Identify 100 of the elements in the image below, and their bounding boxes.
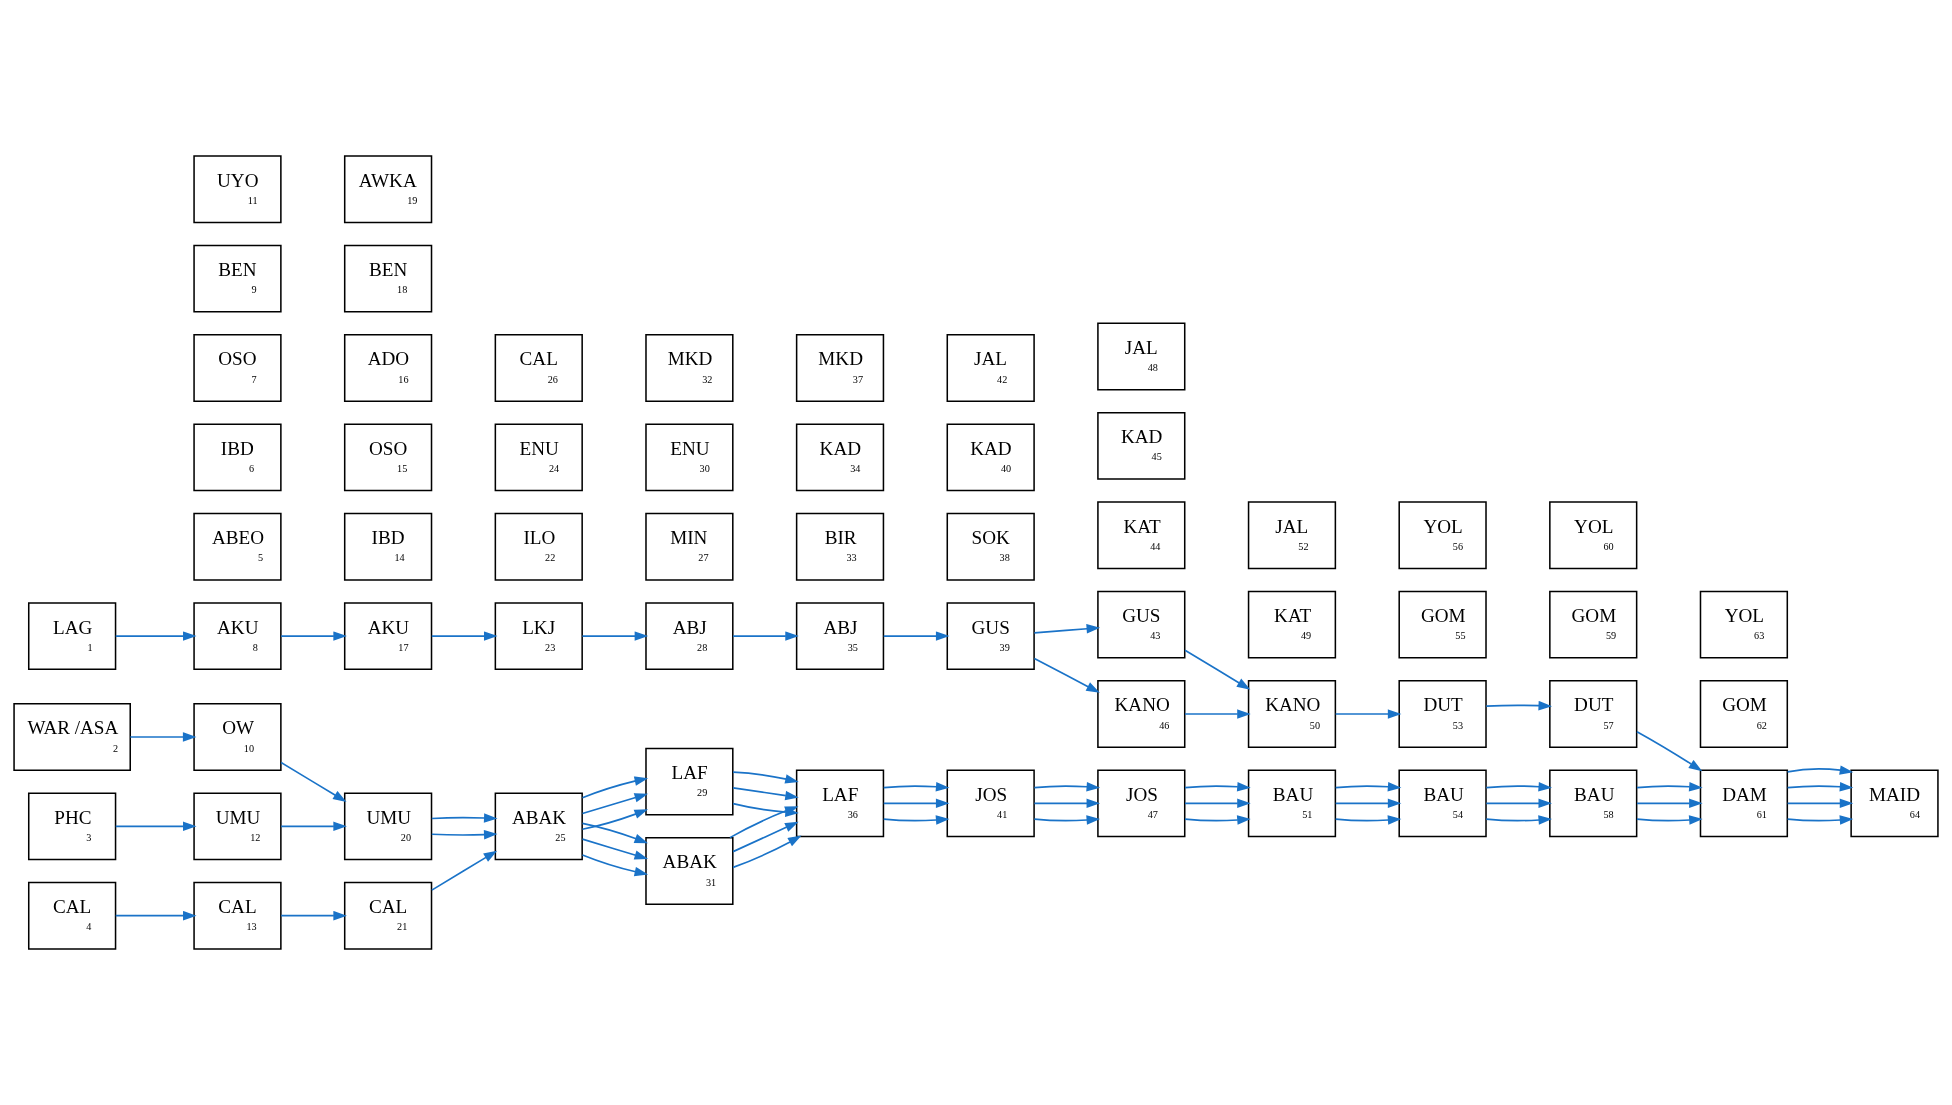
node-box: BIR 33 <box>795 512 885 581</box>
arrow <box>114 631 197 641</box>
node-box: MAID 64 <box>1850 769 1939 838</box>
node-box: DUT 53 <box>1398 680 1487 748</box>
node-box: JOS 41 <box>946 769 1035 838</box>
node-box: ILO 22 <box>494 512 583 581</box>
arrow <box>129 732 197 742</box>
arrow <box>1334 709 1402 719</box>
node-box: JAL 52 <box>1247 501 1337 570</box>
node-box: ABEO 5 <box>193 512 282 581</box>
arrow <box>882 631 950 641</box>
node-box: ENU 24 <box>494 423 583 492</box>
node-box: LKJ 23 <box>494 602 583 671</box>
arrow <box>581 776 649 799</box>
node-box: BEN 18 <box>343 244 433 313</box>
node-box: AWKA 19 <box>343 155 433 224</box>
arrow <box>1334 782 1402 792</box>
arrow <box>581 793 649 815</box>
arrow <box>882 782 950 792</box>
arrow <box>732 821 799 853</box>
node-box: GOM 55 <box>1398 590 1487 659</box>
arrow <box>431 813 498 823</box>
arrow <box>1184 649 1251 690</box>
node-box: YOL 63 <box>1699 590 1789 659</box>
node-box: IBD 6 <box>193 423 282 492</box>
node-box: KAD 40 <box>946 423 1035 492</box>
node-box: UMU 12 <box>193 792 282 861</box>
node-box: KAT 49 <box>1247 590 1337 659</box>
arrow <box>431 631 498 641</box>
arrow <box>431 829 498 840</box>
node-box: JOS 47 <box>1097 769 1186 838</box>
arrow <box>1184 815 1251 825</box>
node-box: GUS 39 <box>946 602 1035 671</box>
node-box: YOL 56 <box>1398 501 1487 570</box>
node-box: SOK 38 <box>946 512 1035 581</box>
node-box: ABAK 25 <box>494 792 583 861</box>
node-box: CAL 4 <box>27 881 117 950</box>
node-box: ABAK 31 <box>645 837 734 905</box>
arrow <box>732 835 802 869</box>
node-box: DUT 57 <box>1549 680 1638 748</box>
arrow <box>1485 700 1553 711</box>
node-box: CAL 13 <box>193 881 282 950</box>
node-box: AKU 8 <box>193 602 282 671</box>
arrow <box>1636 782 1703 792</box>
node-box: UYO 11 <box>193 155 282 224</box>
node-box: PHC 3 <box>27 792 117 861</box>
arrow <box>581 809 648 831</box>
node-box: KAD 45 <box>1097 411 1186 480</box>
arrow <box>1786 798 1854 809</box>
arrow <box>882 815 950 825</box>
node-box: KANO 50 <box>1247 680 1337 748</box>
arrow <box>581 838 649 860</box>
node-box: OSO 7 <box>193 334 282 402</box>
node-box: ABJ 35 <box>795 602 885 671</box>
arrow <box>1184 798 1251 809</box>
node-box: ADO 16 <box>343 334 433 402</box>
arrow <box>431 850 498 891</box>
arrow <box>1786 815 1854 825</box>
arrow <box>114 910 197 921</box>
node-box: JAL 48 <box>1097 322 1186 391</box>
node-box: WAR /ASA 2 <box>13 703 131 771</box>
node-box: DAM 61 <box>1699 769 1789 838</box>
arrow <box>1485 782 1553 792</box>
arrow <box>732 631 799 641</box>
arrow <box>581 822 648 844</box>
arrow <box>1033 657 1100 693</box>
arrow <box>1636 730 1703 772</box>
node-box: AKU 17 <box>343 602 433 671</box>
arrow <box>882 798 950 809</box>
node-box: CAL 21 <box>343 881 433 950</box>
node-box: KAD 34 <box>795 423 885 492</box>
arrow <box>1033 815 1101 825</box>
arrow <box>1033 782 1101 792</box>
arrow <box>1184 782 1251 792</box>
arrow <box>581 854 649 877</box>
arrow <box>1033 798 1101 809</box>
node-box: LAF 29 <box>645 747 734 816</box>
node-box: BAU 58 <box>1549 769 1638 838</box>
arrow <box>1184 709 1251 719</box>
node-box: GUS 43 <box>1097 590 1186 659</box>
arrow <box>1636 798 1703 809</box>
arrow <box>1485 815 1553 825</box>
arrow <box>280 821 347 832</box>
node-box: GOM 59 <box>1549 590 1638 659</box>
node-box: KANO 46 <box>1097 680 1186 748</box>
arrow <box>1033 624 1101 634</box>
node-box: OSO 15 <box>343 423 433 492</box>
node-box: GOM 62 <box>1699 680 1789 748</box>
node-box: IBD 14 <box>343 512 433 581</box>
arrow <box>1786 782 1854 792</box>
arrow <box>1636 815 1703 825</box>
node-box: JAL 42 <box>946 334 1035 402</box>
node-box: LAF 36 <box>795 769 885 838</box>
arrow <box>114 821 197 832</box>
node-box: CAL 26 <box>494 334 583 402</box>
node-box: MIN 27 <box>645 512 734 581</box>
arrow <box>280 761 347 803</box>
node-box: UMU 20 <box>343 792 433 861</box>
node-box: BAU 51 <box>1247 769 1337 838</box>
arrow <box>280 631 347 641</box>
